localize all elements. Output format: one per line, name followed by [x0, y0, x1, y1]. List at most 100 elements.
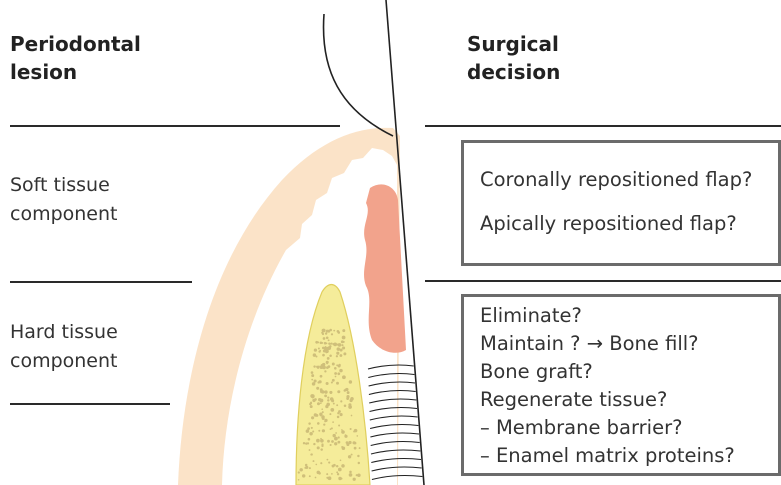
left-top-rule [10, 125, 340, 127]
periodontal-lesion-heading-line1: Periodontal [10, 30, 141, 58]
soft-tissue-label-line1: Soft tissue [10, 171, 118, 200]
bone-speckle [331, 427, 333, 429]
bone-speckle [324, 347, 327, 350]
bone-speckle [333, 403, 335, 405]
bone-speckle [320, 402, 322, 404]
hard-box-item: Bone graft? [480, 360, 593, 383]
periodontal-lesion-heading-line2: lesion [10, 58, 141, 86]
bone-speckle [309, 475, 311, 477]
bone-speckle [333, 434, 336, 437]
bone-speckle [348, 405, 352, 409]
soft-tissue-label-line2: component [10, 200, 118, 229]
hard-box-item: – Membrane barrier? [480, 416, 682, 439]
bone-speckle [330, 343, 332, 345]
bone-speckle [340, 400, 342, 402]
bone-speckle [309, 449, 311, 451]
surgical-decision-heading-line1: Surgical [467, 30, 560, 58]
bone-speckle [322, 329, 326, 333]
bone-speckle [327, 440, 330, 443]
bone-speckle [320, 439, 324, 443]
bone-speckle [316, 387, 319, 390]
bone-speckle [341, 430, 345, 434]
bone-speckle [341, 344, 343, 346]
bone-speckle [326, 343, 328, 345]
bone-speckle [326, 366, 329, 369]
bone-speckle [326, 382, 329, 385]
right-top-rule [425, 125, 781, 127]
bone-speckle [337, 441, 340, 444]
soft-box-item: Apically repositioned flap? [480, 212, 737, 235]
bone-speckle [333, 464, 336, 467]
bone-speckle [342, 346, 345, 349]
bone-speckle [346, 443, 349, 446]
bone-speckle [313, 443, 315, 445]
bone-speckle [331, 399, 334, 402]
bone-speckle [318, 430, 320, 432]
hard-box-item: – Enamel matrix proteins? [480, 444, 735, 467]
bone-speckle [337, 416, 340, 419]
bone-speckle [324, 390, 327, 393]
bone-speckle [320, 399, 324, 403]
bone-speckle [315, 464, 317, 466]
hard-box-item: Regenerate tissue? [480, 388, 667, 411]
bone-speckle [317, 341, 319, 343]
bone-speckle [350, 428, 352, 430]
bone-speckle [317, 422, 320, 425]
hard-tissue-label-line2: component [10, 347, 118, 376]
bone-speckle [323, 423, 325, 425]
bone-speckle [339, 354, 342, 357]
bone-speckle [324, 370, 326, 372]
bone-speckle [347, 391, 350, 394]
bone-speckle [320, 462, 322, 464]
bone-speckle [324, 395, 327, 398]
bone-speckle [321, 408, 323, 410]
bone-speckle [311, 374, 314, 377]
bone-speckle [313, 460, 315, 462]
bone-speckle [338, 424, 340, 426]
bone-speckle [328, 462, 330, 464]
bone-speckle [322, 429, 325, 432]
bone-speckle [311, 416, 314, 419]
bone-speckle [332, 379, 335, 382]
soft-tissue-decision-box: Coronally repositioned flap? Apically re… [461, 140, 781, 266]
bone-speckle [325, 405, 328, 408]
bone-speckle [333, 330, 335, 332]
bone-speckle [329, 355, 332, 358]
bone-speckle [342, 375, 346, 379]
bone-speckle [310, 405, 313, 408]
bone-speckle [336, 382, 339, 385]
bone-speckle [338, 331, 340, 333]
bone-speckle [327, 399, 329, 401]
hard-tissue-label-line1: Hard tissue [10, 318, 118, 347]
tooth-crown-outline [324, 14, 393, 136]
bone-speckle [344, 389, 347, 392]
bone-speckle [353, 478, 356, 481]
bone-speckle [324, 421, 326, 423]
bone-speckle [328, 476, 332, 480]
bone-speckle [359, 447, 361, 449]
bone-speckle [336, 355, 338, 357]
bone-speckle [316, 356, 318, 358]
bone-speckle [317, 471, 321, 475]
bone-speckle [331, 440, 334, 443]
bone-speckle [309, 467, 311, 469]
bone-speckle [329, 391, 332, 394]
bone-speckle [334, 372, 337, 375]
bone-speckle [322, 333, 324, 335]
bone-speckle [333, 343, 337, 347]
bone-speckle [322, 411, 324, 413]
soft-box-item: Coronally repositioned flap? [480, 168, 752, 191]
bone-speckle [338, 365, 341, 368]
bone-speckle [332, 363, 335, 366]
bone-speckle [353, 431, 355, 433]
bone-speckle [335, 376, 337, 378]
bone-speckle [330, 444, 332, 446]
bone-speckle [340, 459, 342, 461]
bone-speckle [327, 459, 329, 461]
bone-speckle [336, 471, 338, 473]
bone-speckle [312, 382, 316, 386]
bone-speckle [351, 454, 353, 456]
bone-speckle [349, 399, 352, 402]
bone-speckle [312, 430, 314, 432]
bone-speckle [314, 398, 317, 401]
